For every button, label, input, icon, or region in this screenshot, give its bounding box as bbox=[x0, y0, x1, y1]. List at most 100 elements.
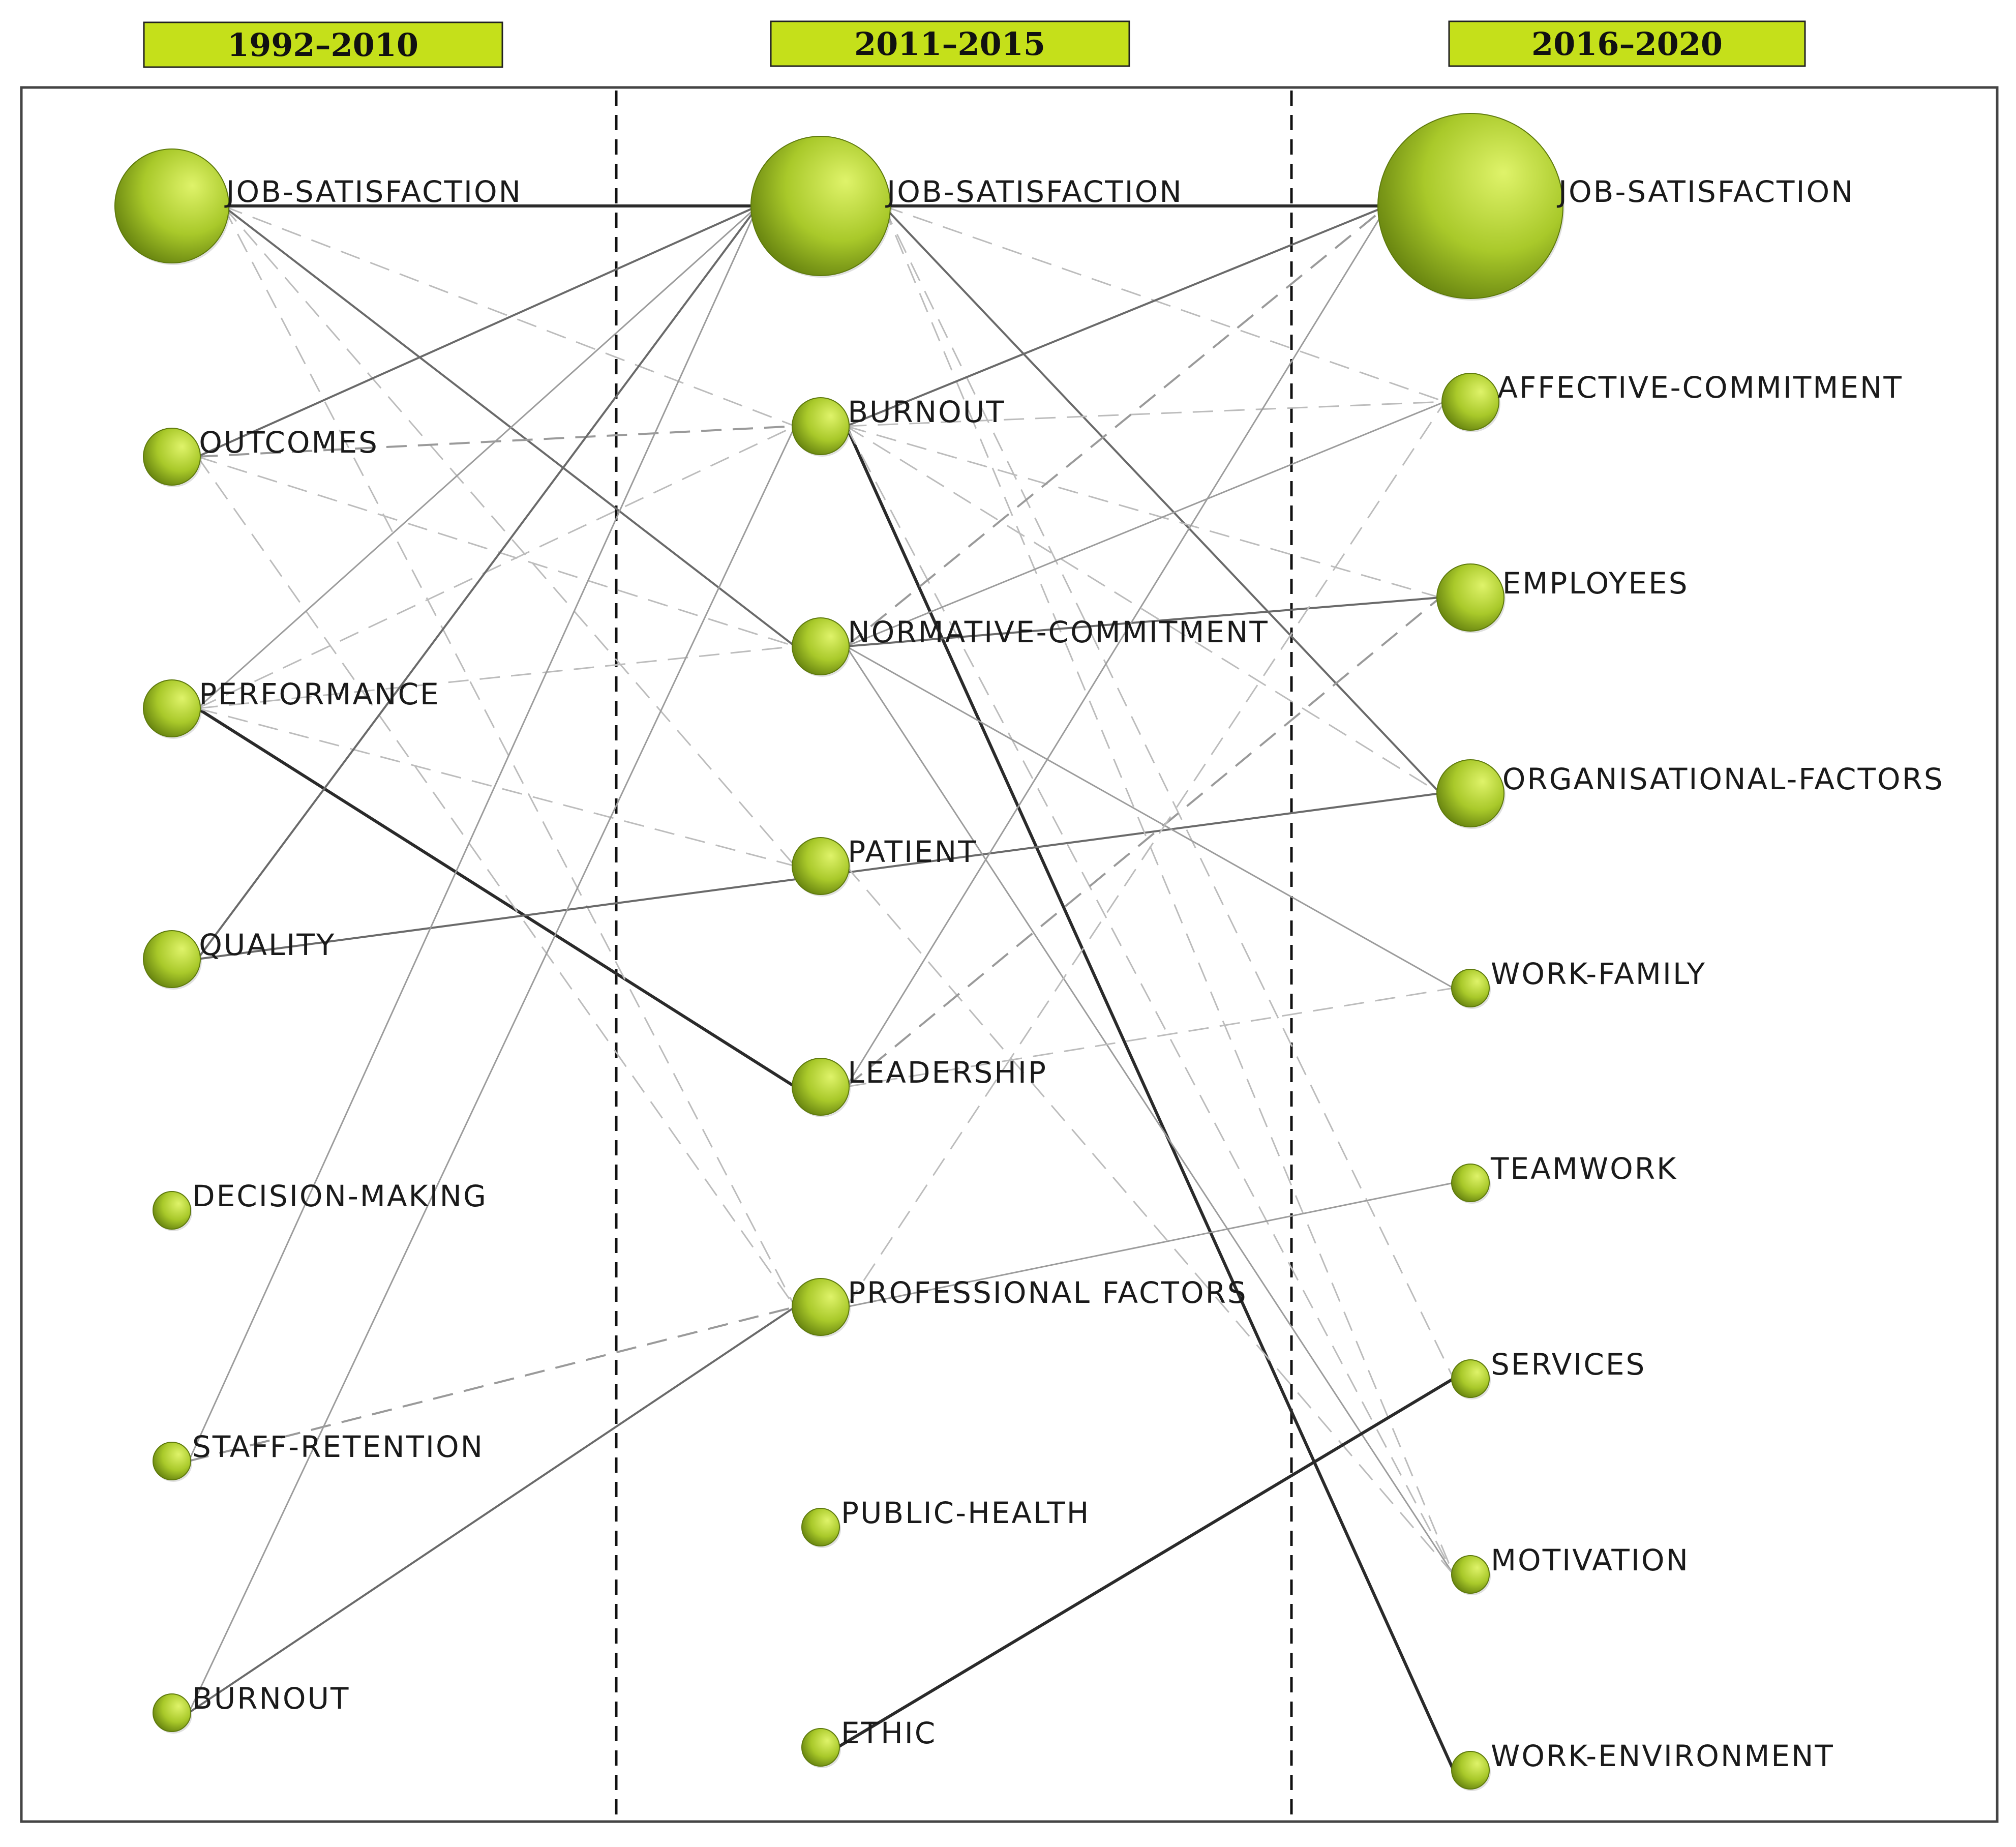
edge-p2-normative-commitment-to-p3-motivation bbox=[846, 646, 1454, 1575]
node-bubble bbox=[792, 617, 850, 675]
period-header-box bbox=[770, 20, 1130, 67]
node-p1-job-satisfaction: JOB-SATISFACTION bbox=[114, 148, 522, 265]
node-p2-ethic: ETHIC bbox=[801, 1716, 935, 1768]
period-header-label: 2011–2015 bbox=[854, 25, 1045, 63]
node-p3-employees: EMPLOYEES bbox=[1436, 563, 1688, 633]
edge-p2-burnout-to-p3-organisational-factors bbox=[846, 425, 1441, 794]
node-label: PATIENT bbox=[848, 835, 977, 869]
node-label: WORK-FAMILY bbox=[1491, 957, 1706, 991]
node-bubble bbox=[153, 1442, 191, 1480]
edge-p2-job-satisfaction-to-p3-organisational-factors bbox=[882, 205, 1441, 794]
period-header-3: 2016–2020 bbox=[1448, 20, 1806, 67]
node-label: DECISION-MAKING bbox=[192, 1179, 488, 1213]
edge-p1-job-satisfaction-to-p2-patient bbox=[222, 205, 796, 867]
node-label: JOB-SATISFACTION bbox=[885, 174, 1183, 209]
edge-p1-performance-to-p2-job-satisfaction bbox=[197, 205, 759, 709]
node-bubble bbox=[1451, 1555, 1490, 1594]
node-label: PERFORMANCE bbox=[199, 677, 440, 711]
node-label: TEAMWORK bbox=[1490, 1151, 1677, 1186]
edge-p2-ethic-to-p3-services bbox=[836, 1377, 1455, 1749]
node-bubble bbox=[153, 1191, 191, 1230]
edge-p2-burnout-to-p3-job-satisfaction bbox=[846, 205, 1388, 427]
node-p2-public-health: PUBLIC-HEALTH bbox=[801, 1496, 1089, 1548]
node-label: JOB-SATISFACTION bbox=[224, 174, 522, 209]
edge-p1-outcomes-to-p2-normative-commitment bbox=[197, 456, 796, 647]
node-bubble bbox=[1451, 1359, 1490, 1398]
edge-p2-burnout-to-p3-affective-commitment bbox=[846, 401, 1445, 427]
node-bubble bbox=[143, 679, 201, 737]
edge-p2-leadership-to-p3-work-family bbox=[846, 987, 1454, 1088]
node-p3-work-family: WORK-FAMILY bbox=[1451, 957, 1706, 1009]
node-bubble bbox=[1441, 373, 1499, 431]
period-headers: 1992–2010 2011–2015 2016–2020 bbox=[143, 20, 1806, 68]
edge-p2-leadership-to-p3-job-satisfaction bbox=[846, 205, 1388, 1087]
node-bubble bbox=[153, 1693, 191, 1732]
node-bubble bbox=[801, 1508, 840, 1546]
node-p1-staff-retention: STAFF-RETENTION bbox=[153, 1429, 484, 1482]
node-bubble bbox=[1451, 1751, 1490, 1790]
edge-p1-job-satisfaction-to-p2-professional-factors bbox=[222, 205, 796, 1307]
node-label: STAFF-RETENTION bbox=[192, 1429, 484, 1464]
node-bubble bbox=[801, 1728, 840, 1767]
node-p2-normative-commitment: NORMATIVE-COMMITMENT bbox=[792, 615, 1269, 677]
node-label: BURNOUT bbox=[848, 395, 1005, 429]
node-bubble bbox=[750, 136, 891, 276]
edge-p1-staff-retention-to-p2-job-satisfaction bbox=[188, 205, 759, 1462]
node-bubble bbox=[1377, 113, 1563, 299]
node-bubble bbox=[1436, 563, 1505, 632]
edge-p1-quality-to-p2-job-satisfaction bbox=[196, 205, 759, 960]
edge-p2-leadership-to-p3-employees bbox=[846, 597, 1441, 1088]
edge-p1-performance-to-p2-burnout bbox=[197, 425, 796, 709]
node-p2-leadership: LEADERSHIP bbox=[792, 1055, 1047, 1117]
node-bubble bbox=[143, 428, 201, 486]
period-header-2: 2011–2015 bbox=[770, 20, 1130, 67]
node-p2-burnout: BURNOUT bbox=[792, 395, 1005, 457]
node-label: WORK-ENVIRONMENT bbox=[1491, 1739, 1834, 1773]
node-p1-quality: QUALITY bbox=[143, 928, 336, 990]
edge-p1-outcomes-to-p2-job-satisfaction bbox=[197, 205, 759, 458]
node-label: NORMATIVE-COMMITMENT bbox=[848, 615, 1269, 649]
node-p2-patient: PATIENT bbox=[792, 835, 977, 897]
node-bubble bbox=[1451, 1164, 1490, 1202]
node-label: MOTIVATION bbox=[1491, 1543, 1690, 1577]
edge-p1-performance-to-p2-leadership bbox=[196, 707, 796, 1088]
node-bubble bbox=[1451, 969, 1490, 1007]
node-bubble bbox=[792, 1278, 850, 1336]
node-label: SERVICES bbox=[1491, 1347, 1646, 1382]
node-p2-job-satisfaction: JOB-SATISFACTION bbox=[750, 136, 1183, 278]
edge-p1-outcomes-to-p2-professional-factors bbox=[197, 456, 796, 1307]
node-p3-job-satisfaction: JOB-SATISFACTION bbox=[1377, 113, 1853, 301]
edge-p2-burnout-to-p3-employees bbox=[846, 425, 1441, 599]
edge-p2-professional-factors-to-p3-affective-commitment bbox=[846, 401, 1446, 1307]
node-p3-teamwork: TEAMWORK bbox=[1451, 1151, 1677, 1204]
node-label: QUALITY bbox=[199, 928, 336, 962]
edge-p2-burnout-to-p3-work-environment bbox=[845, 425, 1455, 1771]
node-p3-work-environment: WORK-ENVIRONMENT bbox=[1451, 1739, 1834, 1791]
edge-p2-job-satisfaction-to-p3-services bbox=[882, 205, 1455, 1379]
diagram-frame bbox=[20, 86, 1999, 1823]
period-header-label: 1992–2010 bbox=[227, 26, 418, 64]
node-bubble bbox=[792, 1058, 850, 1116]
edge-p2-burnout-to-p3-motivation bbox=[846, 426, 1455, 1575]
edge-p2-normative-commitment-to-p3-employees bbox=[846, 597, 1440, 647]
edge-p2-professional-factors-to-p3-teamwork bbox=[846, 1182, 1454, 1308]
node-label: BURNOUT bbox=[192, 1681, 350, 1716]
node-p1-outcomes: OUTCOMES bbox=[143, 425, 379, 487]
node-p1-performance: PERFORMANCE bbox=[143, 677, 440, 739]
edge-p1-job-satisfaction-to-p2-burnout bbox=[223, 205, 796, 427]
node-label: ORGANISATIONAL-FACTORS bbox=[1502, 762, 1944, 796]
node-label: OUTCOMES bbox=[199, 425, 379, 460]
edge-p2-normative-commitment-to-p3-work-family bbox=[846, 645, 1454, 989]
node-bubble bbox=[114, 148, 229, 263]
node-label: LEADERSHIP bbox=[848, 1055, 1047, 1090]
edge-p2-job-satisfaction-to-p3-affective-commitment bbox=[883, 205, 1446, 403]
edge-p2-normative-commitment-to-p3-job-satisfaction bbox=[846, 205, 1388, 647]
period-header-label: 2016–2020 bbox=[1531, 25, 1723, 63]
node-p2-professional-factors: PROFESSIONAL FACTORS bbox=[792, 1275, 1246, 1337]
edge-p1-burnout-to-p2-professional-factors bbox=[188, 1306, 796, 1714]
node-p3-motivation: MOTIVATION bbox=[1451, 1543, 1690, 1595]
period-header-1: 1992–2010 bbox=[143, 21, 503, 68]
edge-p1-staff-retention-to-p2-professional-factors bbox=[188, 1306, 796, 1462]
